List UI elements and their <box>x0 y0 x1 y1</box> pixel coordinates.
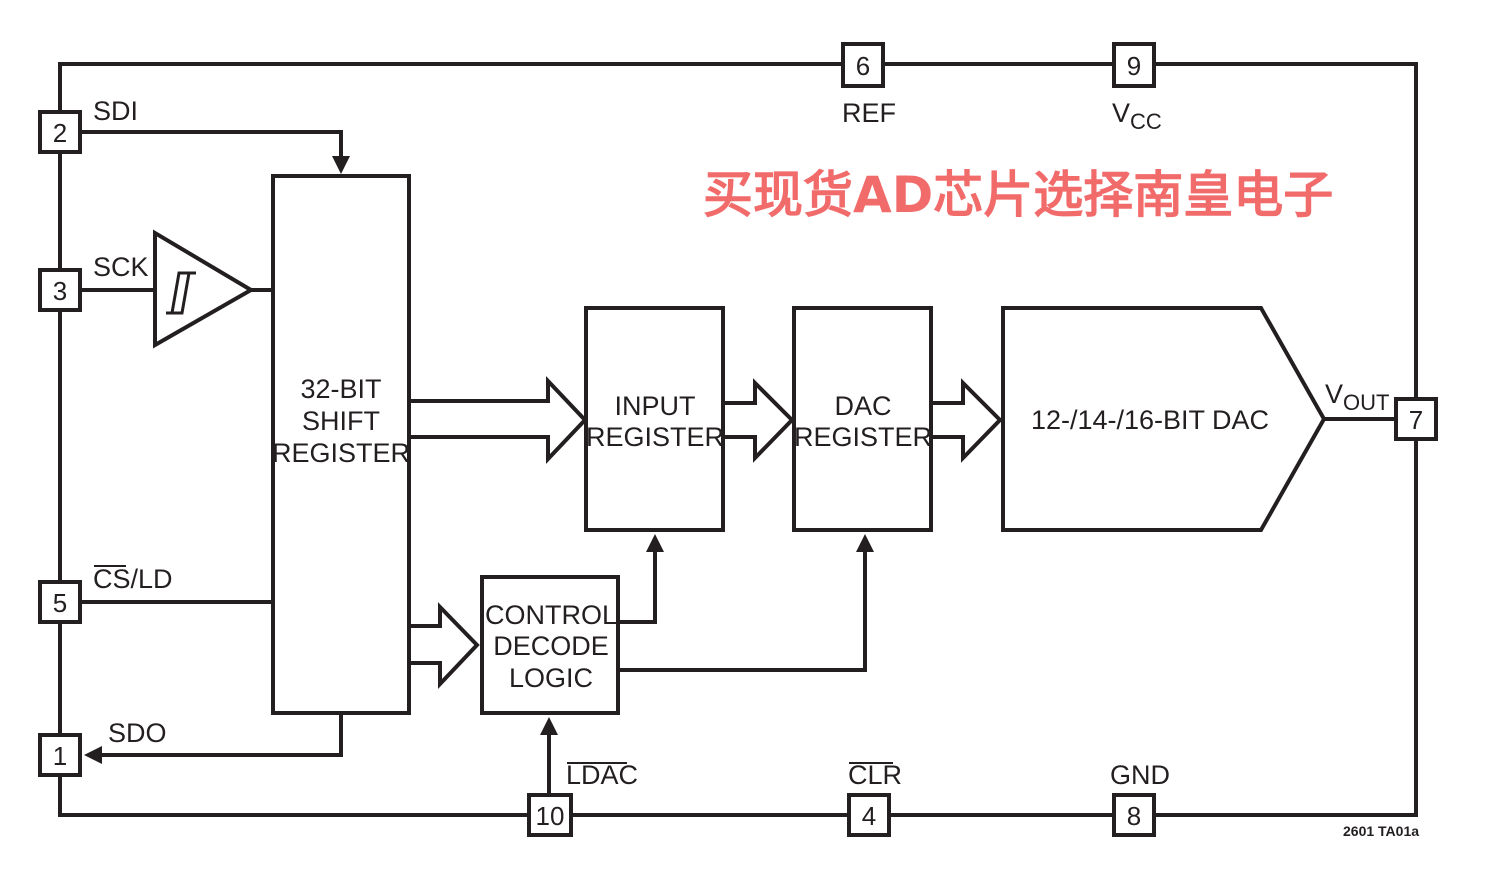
pin-label-clr: CLR <box>848 760 902 790</box>
pin-label-vout-sub: OUT <box>1343 390 1389 415</box>
bus-arrow-shift-to-input <box>407 375 588 465</box>
pin-number-9: 9 <box>1127 51 1141 81</box>
sdo-arrowhead <box>84 746 102 764</box>
schmitt-trigger-buffer <box>153 229 255 349</box>
pin-box-6 <box>841 42 885 88</box>
pin-box-5 <box>38 580 82 624</box>
dac-register-block <box>792 306 933 532</box>
pin-number-10: 10 <box>536 801 565 831</box>
pin-label-vout: VOUT <box>1325 379 1389 415</box>
control-to-input-arrowhead <box>646 534 664 552</box>
pin-label-vcc: VCC <box>1112 98 1162 134</box>
pin-box-7 <box>1394 397 1438 441</box>
figure-id: 2601 TA01a <box>1343 823 1419 839</box>
sdi-arrowhead <box>332 156 350 174</box>
shift-register-block <box>271 174 411 715</box>
sdi-wire <box>80 130 343 158</box>
input-register-line-2: REGISTER <box>586 422 724 452</box>
sdo-wire <box>100 713 343 757</box>
pin-label-csld-rest: /LD <box>131 564 173 594</box>
control-decode-logic-block <box>480 575 620 715</box>
control-to-dac-register-wire <box>618 550 867 672</box>
pin-box-1 <box>38 733 82 777</box>
pin-box-10 <box>527 793 573 837</box>
control-logic-line-2: DECODE <box>493 631 609 661</box>
pin-label-sdo: SDO <box>108 718 167 748</box>
shift-register-line-2: SHIFT <box>302 406 380 436</box>
pin-label-ldac: LDAC <box>566 760 638 790</box>
input-register-block <box>584 306 725 532</box>
pin-number-6: 6 <box>856 51 870 81</box>
pin-label-sdi: SDI <box>93 96 138 126</box>
dac-block <box>1001 306 1327 532</box>
pin-number-8: 8 <box>1127 801 1141 831</box>
pin-number-7: 7 <box>1409 405 1423 435</box>
pin-number-3: 3 <box>53 276 67 306</box>
bus-arrow-dac-register-to-dac <box>929 378 1003 463</box>
pin-label-gnd: GND <box>1110 760 1170 790</box>
pin-box-8 <box>1112 793 1156 837</box>
schmitt-trigger-icon <box>166 271 196 315</box>
pin-label-csld-overbar-part: CS <box>93 564 131 594</box>
pin-label-ref: REF <box>842 98 896 128</box>
pin-number-5: 5 <box>53 588 67 618</box>
control-logic-line-1: CONTROL <box>485 600 617 630</box>
shift-register-line-3: REGISTER <box>272 438 410 468</box>
pin-number-1: 1 <box>53 741 67 771</box>
pin-number-4: 4 <box>862 801 876 831</box>
watermark-text: 买现货AD芯片选择南皇电子 <box>703 166 1333 224</box>
pin-box-3 <box>38 268 82 312</box>
pin-label-sck: SCK <box>93 252 149 282</box>
bus-arrow-input-to-dac-register <box>721 378 795 463</box>
control-logic-line-3: LOGIC <box>509 663 593 693</box>
shift-register-line-1: 32-BIT <box>300 374 381 404</box>
pin-label-csld: CS/LD <box>93 564 173 594</box>
ldac-arrowhead <box>540 717 558 735</box>
control-to-dac-register-arrowhead <box>856 534 874 552</box>
dac-register-line-2: REGISTER <box>794 422 932 452</box>
input-register-line-1: INPUT <box>615 391 696 421</box>
pin-label-vcc-main: V <box>1112 98 1130 128</box>
pin-number-2: 2 <box>53 118 67 148</box>
pin-label-vout-main: V <box>1325 379 1343 409</box>
pin-label-vcc-sub: CC <box>1130 109 1162 134</box>
bus-arrow-shift-to-control <box>407 602 480 690</box>
pin-box-2 <box>38 110 82 154</box>
dac-label: 12-/14-/16-BIT DAC <box>1031 405 1269 435</box>
pin-box-4 <box>847 793 891 837</box>
control-to-input-wire <box>618 550 657 624</box>
pin-box-9 <box>1112 42 1156 88</box>
dac-register-line-1: DAC <box>834 391 891 421</box>
